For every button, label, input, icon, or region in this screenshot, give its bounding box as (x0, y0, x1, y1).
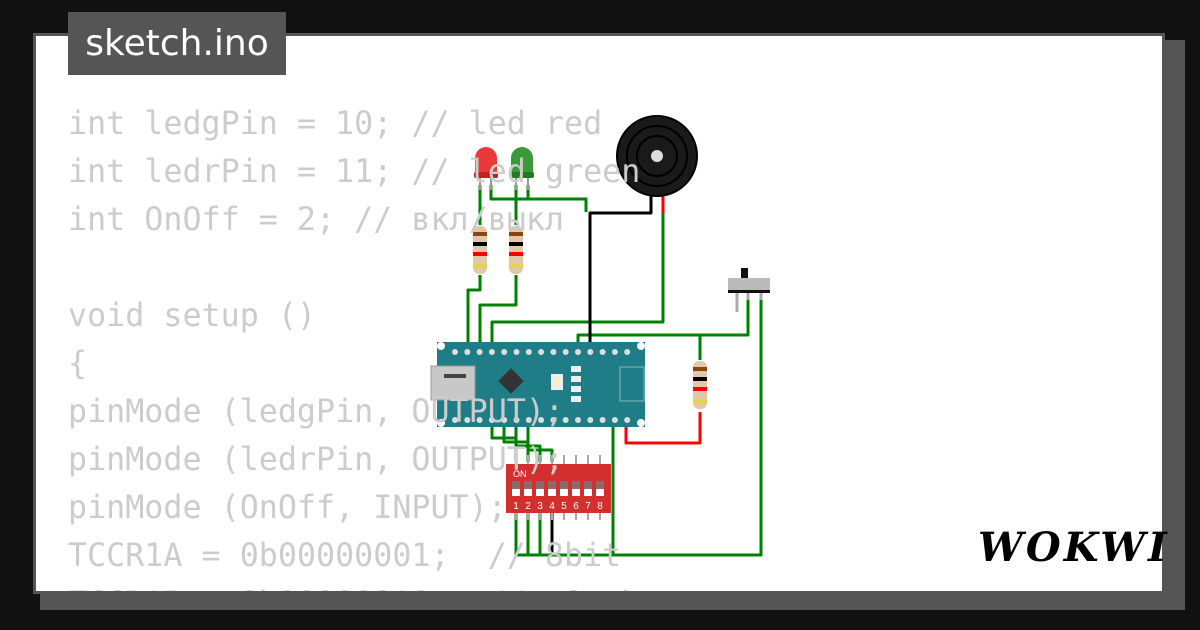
dip-toggle (536, 481, 544, 489)
dip-toggle-knob (524, 489, 532, 496)
header-pin (599, 417, 606, 423)
dip-toggle-knob (512, 489, 520, 496)
mount-hole (637, 419, 645, 427)
wire-red-vin (624, 412, 702, 445)
dip-toggle-knob (596, 489, 604, 496)
arduino-nano[interactable] (430, 342, 645, 427)
header-pin (525, 417, 532, 423)
led-red[interactable] (474, 147, 498, 190)
slide-switch[interactable] (728, 268, 770, 312)
dip-number: 2 (525, 501, 531, 512)
header-pin (464, 349, 471, 355)
dip-number: 4 (549, 501, 555, 512)
dip-toggle-knob (584, 489, 592, 496)
dip-toggle (584, 481, 592, 489)
header-pin (624, 417, 631, 423)
dip-toggle (596, 481, 604, 489)
dip-number: 1 (513, 501, 519, 512)
dip-number: 8 (597, 501, 603, 512)
header-pin (501, 417, 508, 423)
mount-hole (637, 342, 645, 350)
wokwi-logo: WOKWI (978, 524, 1170, 571)
header-pin (550, 349, 557, 355)
dip-toggle-knob (536, 489, 544, 496)
led-green[interactable] (510, 147, 534, 190)
header-pin (587, 417, 594, 423)
header-pin (575, 349, 581, 355)
header-pin (538, 349, 545, 355)
microcontroller-chip (498, 368, 524, 394)
dip-on-label: ON (513, 469, 527, 479)
header-pin (624, 349, 631, 355)
header-pin (501, 349, 508, 355)
dip-number: 5 (561, 501, 567, 512)
top-header-pins (437, 342, 645, 427)
header-pin (452, 349, 458, 355)
dip-number: 3 (537, 501, 543, 512)
resistor[interactable] (509, 226, 523, 274)
header-pin (488, 417, 495, 423)
header-pin (599, 349, 606, 355)
header-pin (575, 417, 581, 423)
header-pin (562, 417, 569, 423)
dip-toggle (548, 481, 556, 489)
dip-number: 6 (573, 501, 579, 512)
dip-toggle (512, 481, 520, 489)
dip-toggle (524, 481, 532, 489)
header-pin (476, 349, 483, 355)
buzzer[interactable] (616, 115, 698, 197)
header-pin (611, 417, 618, 423)
mount-hole (437, 419, 445, 427)
usb-connector (430, 365, 476, 401)
header-pin (513, 417, 520, 423)
resistor[interactable] (473, 226, 487, 274)
mount-hole (437, 342, 445, 350)
header-pin (464, 417, 471, 423)
header-pin (587, 349, 594, 355)
dip-toggle (560, 481, 568, 489)
resistor[interactable] (693, 361, 707, 409)
dip-toggle (572, 481, 580, 489)
header-pin (550, 417, 557, 423)
file-title: sketch.ino (68, 12, 286, 75)
header-pin (538, 417, 545, 423)
dip-toggle-knob (548, 489, 556, 496)
header-pin (476, 417, 483, 423)
dip-number: 7 (585, 501, 591, 512)
wire-gnd-black (588, 195, 653, 345)
bottom-header-pins (452, 417, 631, 423)
header-pin (488, 349, 495, 355)
header-pin (452, 417, 458, 423)
header-pin (525, 349, 532, 355)
header-pin (562, 349, 569, 355)
dip-toggle-knob (572, 489, 580, 496)
dip-toggle-knob (560, 489, 568, 496)
header-pin (611, 349, 618, 355)
wires (466, 185, 763, 557)
header-pin (513, 349, 520, 355)
